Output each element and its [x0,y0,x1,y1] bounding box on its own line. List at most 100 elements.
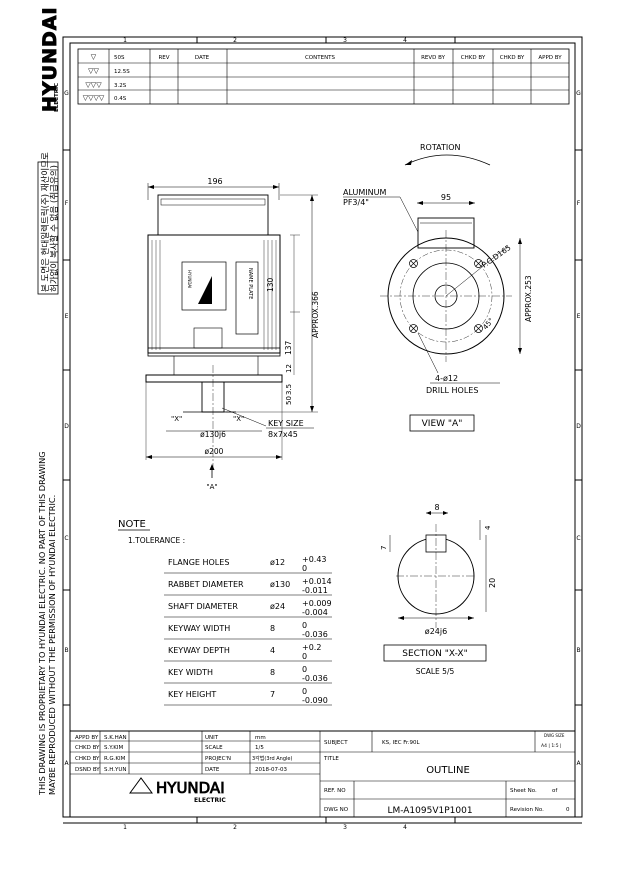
row-marker-right: G [576,90,581,97]
tol-value: 8 [270,624,275,633]
row-marker-right: D [576,423,581,430]
dim-3-5: 3.5 [285,384,293,395]
aluminum-label: ALUMINUM [343,188,386,197]
meta-key: UNIT [205,735,219,741]
drill-holes-label: DRILL HOLES [426,386,478,395]
dwg-no-label: DWG NO [324,807,349,813]
holes-qty: 4-ø12 [435,374,458,383]
tol-label: RABBET DIAMETER [168,580,244,589]
tol-lower: -0.004 [302,608,328,617]
person-name: R.G.KIM [104,756,126,762]
dim-12: 12 [285,364,293,373]
tol-lower: -0.036 [302,630,328,639]
tol-value: 4 [270,646,275,655]
tol-label: KEY HEIGHT [168,690,216,699]
roughness-value: 0.4S [114,96,127,102]
roughness-symbol: ▽▽▽ [85,81,102,89]
zone-ticks [63,37,582,823]
drawing-number: LM-A1095V1P1001 [387,806,472,816]
tol-upper: +0.2 [302,643,321,652]
tol-upper: +0.43 [302,555,327,564]
column-markers: 1 2 3 4 1 2 3 4 [123,37,407,831]
col-marker-top: 3 [343,37,347,44]
row-marker-right: F [577,200,581,207]
view-a-caption: VIEW "A" [422,419,463,429]
name-plate-label: NAME PLATE [247,268,253,299]
col-marker-top: 4 [403,37,407,44]
sec-dim-8: 8 [434,503,439,512]
view-a-drawing: ROTATION ALUMINUM PF3/4" 95 P.C.D165 45°… [343,143,533,432]
row-marker-right: A [576,760,581,767]
tol-upper: 0 [302,621,307,630]
roughness-symbol: ▽▽▽▽ [83,94,105,102]
sheet-of: of [552,788,558,794]
proprietary-notice-line2: MAYBE REPRODUCED WITHOUT THE PERMISSION … [47,495,57,795]
role-label: CHKD BY [75,745,100,751]
roughness-symbol: ▽▽ [88,67,99,75]
person-name: S.Y.KIM [104,745,123,751]
key-size-label: KEY SIZE [268,419,304,428]
proprietary-notice-line1: THIS DRAWING IS PROPRIETARY TO HYUNDAI E… [37,451,47,796]
col-marker-top: 1 [123,37,127,44]
row-marker-left: C [64,535,68,542]
tol-value: ø130 [270,580,290,589]
title-label: TITLE [323,756,339,762]
note-title: NOTE [118,519,146,530]
dim-137: 137 [284,340,293,355]
roughness-value: 3.2S [114,83,127,89]
row-marker-left: A [64,760,69,767]
chkd-by-header-2: CHKD BY [500,55,525,61]
section-caption: SECTION "X-X" [402,649,467,659]
subject-value: KS, IEC Fr.90L [382,740,421,746]
person-name: S.H.YUN [104,767,127,773]
appd-by-header: APPD BY [538,55,562,61]
contents-header: CONTENTS [305,55,336,61]
dim-130: 130 [266,277,275,292]
dim-approx253: APPROX.253 [524,275,533,322]
key-size-dim: 8x7x45 [268,430,298,439]
ref-label: REF. NO [324,788,346,794]
roughness-symbol: ▽ [91,53,97,61]
meta-key: SCALE [205,745,223,751]
col-marker-top: 2 [233,37,237,44]
side-brand-sub: ELECTRIC [54,83,60,112]
note-subtitle: 1.TOLERANCE : [128,536,185,545]
role-label: CHKD BY [75,756,100,762]
dim-dia130: ø130j6 [200,430,226,439]
meta-key: DATE [205,767,220,773]
dim-50: 50 [285,396,293,405]
chkd-by-header: CHKD BY [461,55,486,61]
body-logo: HYUNDAI [187,270,192,288]
roughness-value: 12.5S [114,69,130,75]
motor-side-view: 196 NAME PLATE HYUNDAI "X" "X" ø130j [145,177,320,491]
drawing-title: OUTLINE [426,765,470,776]
tol-upper: 0 [302,687,307,696]
korean-notice-line2: 허가없이 복사할 수 없음 (취급유의) [49,165,60,292]
tol-value: ø12 [270,558,285,567]
tol-value: ø24 [270,602,285,611]
tol-lower: -0.036 [302,674,328,683]
date-header: DATE [195,55,210,61]
dim-approx366: APPROX.366 [311,291,320,338]
tol-lower: -0.090 [302,696,328,705]
section-marker-x-right: "X" [233,415,244,423]
dim-dia200: ø200 [205,447,224,456]
tol-value: 8 [270,668,275,677]
row-marker-right: E [577,313,581,320]
tol-label: KEYWAY WIDTH [168,624,230,633]
row-marker-left: D [64,423,69,430]
sec-dim-7: 7 [380,546,388,550]
roughness-value: 50S [114,55,125,61]
col-marker-bottom: 2 [233,824,237,831]
meta-key: PROJEC'N [205,756,231,762]
revision-value: 0 [566,807,570,813]
title-block-logo-sub: ELECTRIC [194,797,226,804]
meta-value: 1/5 [255,745,264,751]
tol-upper: +0.009 [302,599,332,608]
tol-lower: 0 [302,652,307,661]
role-label: DSND BY [75,767,100,773]
tol-label: KEYWAY DEPTH [168,646,230,655]
tol-upper: +0.014 [302,577,332,586]
